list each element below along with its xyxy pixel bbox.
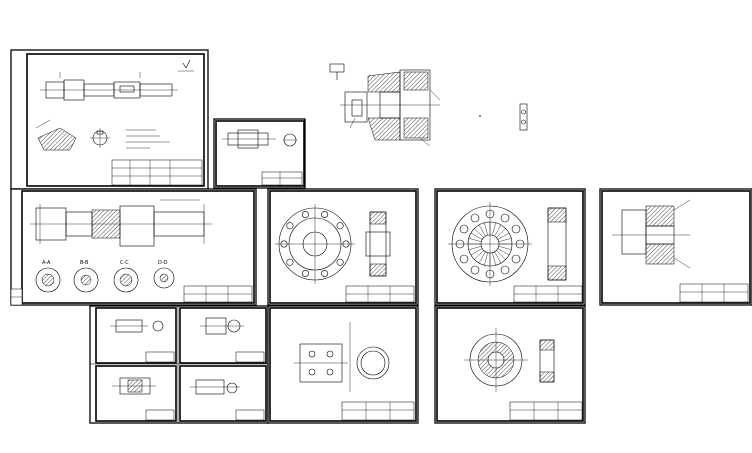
sheet-small-part[interactable] [213,118,306,189]
spline-tooth [494,251,502,264]
bolt-hole [511,224,521,234]
shaft-tech-notes [126,129,170,149]
small-sheet-1 [110,319,175,363]
assembly-drawing-loose [329,63,528,147]
flange-side-view [365,211,391,277]
spline-tooth [468,238,482,242]
section-label-dd: D-D [158,260,168,266]
spline-tooth [470,232,483,240]
spline-tooth [474,250,484,260]
bolt-hole [301,269,309,277]
spline-tooth [497,232,510,240]
sheet-main-shaft[interactable]: A-A B-B C-C D-D [10,188,257,306]
bolt-hole [470,265,480,275]
sheet-small-grid[interactable] [89,305,269,424]
bolt-hole [470,213,480,223]
spline-tooth [497,248,510,256]
flange-front-view [275,204,355,284]
spline-tooth [496,228,506,238]
bolt-hole [336,222,344,230]
spline-tooth [498,246,512,250]
spline-tooth [496,250,506,260]
spline-tooth [492,222,496,236]
small-sheet-4 [190,379,265,421]
sheet-shaft-drawing[interactable] [10,49,209,190]
section-views [35,267,175,293]
title-block [341,401,415,421]
spline-tooth [498,238,512,242]
section-label-cc: C-C [120,260,129,266]
spline-tooth [494,224,502,237]
spline-tooth [474,228,484,238]
title-block [509,401,583,421]
bolt-hole [301,211,309,219]
shaft-detail-views [35,119,110,151]
shaft-profile [40,72,178,101]
sheet-hub[interactable] [434,305,586,424]
flange-b-side-view [547,207,567,281]
sheet-ring-part[interactable] [267,305,419,424]
title-block [183,285,253,303]
bolt-hole [321,269,329,277]
spline-tooth [478,251,486,264]
sheet-flange-a[interactable] [267,188,419,306]
ring-front-view [294,322,351,392]
small-sheet-3 [112,377,175,421]
bolt-hole [459,254,469,264]
small-part-view [222,129,297,149]
spline-tooth [484,222,488,236]
bolt-hole [500,265,510,275]
spline-tooth [470,248,483,256]
section-label-bb: B-B [80,260,89,266]
title-block [261,171,303,186]
bolt-hole [459,224,469,234]
flange-b-front-view [448,202,532,286]
bolt-hole [511,254,521,264]
ring-side-view [356,346,390,380]
title-block [513,285,583,303]
hub-side-view [539,339,555,383]
bolt-hole [286,222,294,230]
title-block [345,285,415,303]
roughness-symbol [178,59,194,72]
hub-front-view [464,328,528,392]
section-label-aa: A-A [42,260,51,266]
spline-tooth [492,252,496,266]
section-labels: A-A B-B C-C D-D [42,260,168,266]
bolt-hole [286,258,294,266]
title-block [679,283,749,303]
bolt-hole [500,213,510,223]
sheet-flange-b[interactable] [434,188,586,306]
assembly-section-view [612,199,691,269]
shaft-main-view [30,199,212,247]
revision-block [10,288,23,306]
title-block [111,159,203,186]
spline-tooth [468,246,482,250]
spline-tooth [478,224,486,237]
bolt-hole [321,211,329,219]
sheet-assembly[interactable] [599,188,752,306]
small-sheet-2 [200,317,265,363]
spline-tooth [484,252,488,266]
bolt-hole [336,258,344,266]
